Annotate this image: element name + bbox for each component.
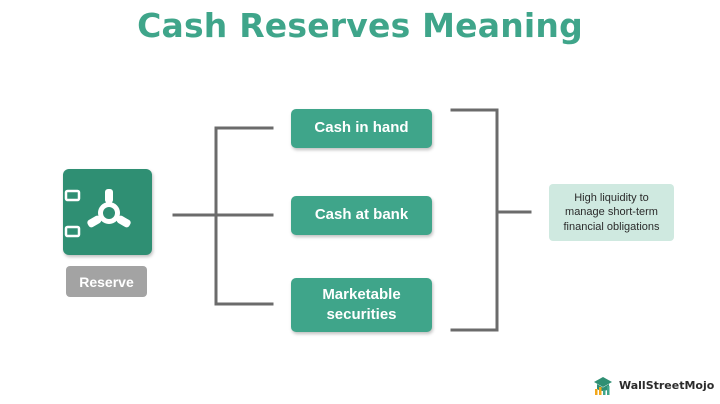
component-cash-at-bank: Cash at bank (291, 196, 432, 235)
reserve-safe (63, 169, 152, 255)
wallstreetmojo-logo-icon (594, 377, 612, 395)
brand-name: WallStreetMojo (619, 378, 715, 392)
safe-vault-icon (64, 189, 131, 238)
brand-logo: WallStreetMojo (592, 372, 714, 398)
reserve-label: Reserve (66, 266, 147, 297)
result-description: High liquidity to manage short-term fina… (549, 184, 674, 241)
component-cash-in-hand: Cash in hand (291, 109, 432, 148)
component-marketable-securities: Marketable securities (291, 278, 432, 332)
page-title: Cash Reserves Meaning (137, 6, 583, 45)
